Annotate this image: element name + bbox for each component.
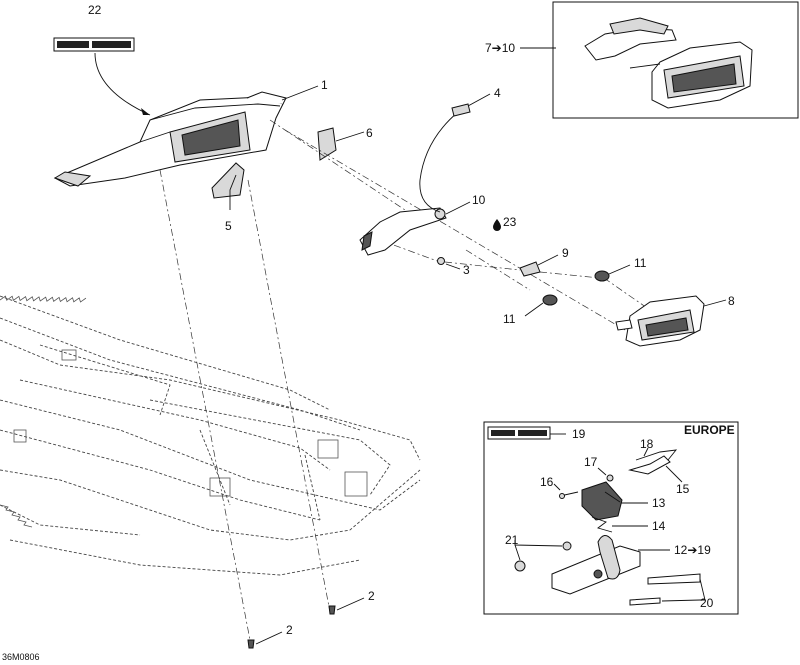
callout-numbers: 22 1 6 5 4 10 23 3 9 11 11 8 7➔10 2 2 EU… xyxy=(2,3,735,662)
clip-part-14 xyxy=(591,516,613,533)
callout-12: 12➔19 xyxy=(674,543,711,557)
bolt-part-20a xyxy=(647,573,701,585)
grommet-part-11a xyxy=(594,270,610,282)
callout-15: 15 xyxy=(676,482,690,496)
callout-1: 1 xyxy=(321,78,328,92)
callout-8: 8 xyxy=(728,294,735,308)
bulb-socket-part-4 xyxy=(451,103,471,117)
callout-4: 4 xyxy=(494,86,501,100)
callout-6: 6 xyxy=(366,126,373,140)
vehicle-frame xyxy=(0,295,421,576)
bracket-part-5 xyxy=(211,162,245,199)
callout-20: 20 xyxy=(700,596,714,610)
nut-part-21a xyxy=(562,541,572,551)
screw-part-3 xyxy=(437,257,445,265)
headlight-assembly-7-10 xyxy=(584,17,753,109)
cable xyxy=(419,111,459,213)
callout-5: 5 xyxy=(225,219,232,233)
screw-part-2a xyxy=(328,605,336,615)
screw-part-2b xyxy=(247,639,255,649)
hood-console-part-1 xyxy=(53,91,287,187)
callout-9: 9 xyxy=(562,246,569,260)
callout-10: 10 xyxy=(472,193,486,207)
grommet-part-11b xyxy=(542,294,558,306)
callout-19: 19 xyxy=(572,427,586,441)
callout-23: 23 xyxy=(503,215,517,229)
key-switch-part-13 xyxy=(581,481,623,521)
callout-17: 17 xyxy=(584,455,598,469)
wire-part-18 xyxy=(635,449,678,461)
callout-22: 22 xyxy=(88,3,102,17)
oil-drop-icon xyxy=(493,219,501,231)
bulb-part-9 xyxy=(519,261,541,277)
callout-16: 16 xyxy=(540,475,554,489)
warning-label-19 xyxy=(487,426,551,440)
inset-headlight-assembly xyxy=(552,1,799,119)
callout-3: 3 xyxy=(463,263,470,277)
callout-2a: 2 xyxy=(368,589,375,603)
callout-14: 14 xyxy=(652,519,666,533)
callout-13: 13 xyxy=(652,496,666,510)
handle-assembly-12 xyxy=(551,535,641,595)
callout-11b: 11 xyxy=(503,312,516,326)
callout-7: 7➔10 xyxy=(485,41,515,55)
callout-2b: 2 xyxy=(286,623,293,637)
assembly-centerlines xyxy=(159,119,651,641)
bolt-part-20b xyxy=(629,597,661,606)
nut-part-21b xyxy=(514,560,526,572)
inset-europe xyxy=(483,421,739,615)
callout-18: 18 xyxy=(640,437,654,451)
callout-21: 21 xyxy=(505,533,519,547)
headlight-bracket-part-10 xyxy=(359,207,447,256)
bracket-part-6 xyxy=(317,127,337,161)
warning-label-22 xyxy=(53,37,135,52)
inset-title-europe: EUROPE xyxy=(684,423,735,437)
bracket-part-15 xyxy=(628,455,671,475)
headlight-part-8 xyxy=(615,295,705,347)
nut-part-17 xyxy=(606,474,614,482)
diagram-code: 36M0806 xyxy=(2,652,40,662)
leader-lines xyxy=(229,47,727,645)
callout-11a: 11 xyxy=(634,256,647,270)
